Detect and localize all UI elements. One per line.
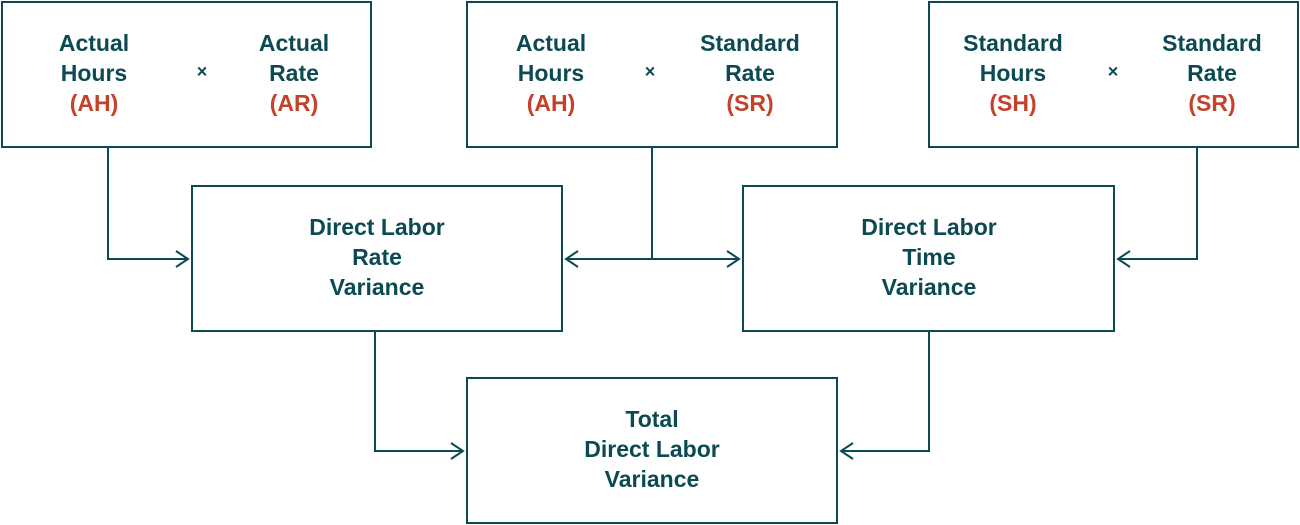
label-line: Standard <box>963 30 1063 56</box>
standard-hours-standard-rate-box <box>928 1 1299 148</box>
actual-hours-standard-rate-box <box>466 1 838 148</box>
arrowhead <box>839 442 854 460</box>
arrow-rate-to-total <box>374 332 463 452</box>
total-direct-labor-variance-label: Total Direct Labor Variance <box>584 404 719 494</box>
arrowhead <box>450 442 465 460</box>
standard-rate-label: Standard Rate (SR) <box>700 28 800 118</box>
actual-hours-actual-rate-box <box>1 1 372 148</box>
direct-labor-time-variance-label: Direct Labor Time Variance <box>861 212 996 302</box>
label-line: Standard <box>700 30 800 56</box>
label-line: Variance <box>604 466 700 492</box>
total-direct-labor-variance-box <box>466 377 838 524</box>
abbreviation: (AR) <box>269 90 319 116</box>
arrowhead <box>564 250 579 268</box>
multiply-sign: × <box>196 61 208 82</box>
label-line: Actual <box>258 30 330 56</box>
label-line: Time <box>902 244 956 270</box>
multiply-sign: × <box>1107 61 1119 82</box>
standard-hours-label: Standard Hours (SH) <box>963 28 1063 118</box>
label-line: Direct Labor <box>584 436 720 462</box>
abbreviation: (SR) <box>726 90 774 116</box>
actual-hours-label: Actual Hours (AH) <box>516 28 586 118</box>
standard-rate-label: Standard Rate (SR) <box>1162 28 1262 118</box>
label-line: Rate <box>269 60 319 86</box>
actual-hours-label: Actual Hours (AH) <box>59 28 129 118</box>
arrowhead <box>1116 250 1131 268</box>
abbreviation: (AH) <box>69 90 119 116</box>
direct-labor-time-variance-box <box>742 185 1115 332</box>
label-line: Direct Labor <box>309 214 445 240</box>
arrow-shsr-to-time <box>1118 148 1198 260</box>
arrow-time-to-total <box>841 332 930 452</box>
label-line: Variance <box>881 274 977 300</box>
abbreviation: (SH) <box>989 90 1037 116</box>
abbreviation: (SR) <box>1188 90 1236 116</box>
multiply-sign: × <box>644 61 656 82</box>
abbreviation: (AH) <box>526 90 576 116</box>
label-line: Rate <box>1187 60 1237 86</box>
label-line: Actual <box>58 30 130 56</box>
direct-labor-rate-variance-box <box>191 185 563 332</box>
label-line: Direct Labor <box>861 214 997 240</box>
label-line: Rate <box>352 244 402 270</box>
label-line: Standard <box>1162 30 1262 56</box>
label-line: Hours <box>60 60 128 86</box>
label-line: Total <box>625 406 679 432</box>
label-line: Actual <box>515 30 587 56</box>
label-line: Hours <box>517 60 585 86</box>
label-line: Rate <box>725 60 775 86</box>
arrow-ahar-to-rate <box>107 148 188 260</box>
actual-rate-label: Actual Rate (AR) <box>259 28 329 118</box>
label-line: Variance <box>329 274 425 300</box>
arrowhead <box>175 250 190 268</box>
arrowhead <box>726 250 741 268</box>
direct-labor-rate-variance-label: Direct Labor Rate Variance <box>309 212 444 302</box>
label-line: Hours <box>979 60 1047 86</box>
